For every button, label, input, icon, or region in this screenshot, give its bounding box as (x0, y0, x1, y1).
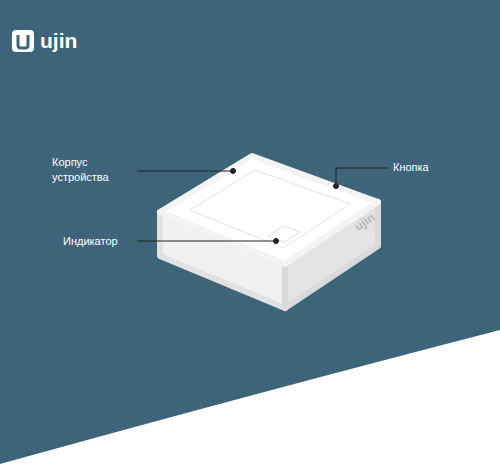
part-label: Индикатор (63, 234, 118, 249)
logo-icon (12, 30, 34, 52)
logo-wordmark: ujin (40, 29, 77, 53)
device-illustration (160, 156, 378, 308)
part-label: Корпус устройства (52, 155, 132, 185)
logo-mark (18, 35, 28, 48)
part-label: Кнопка (393, 160, 429, 175)
leader-lines (137, 168, 388, 244)
